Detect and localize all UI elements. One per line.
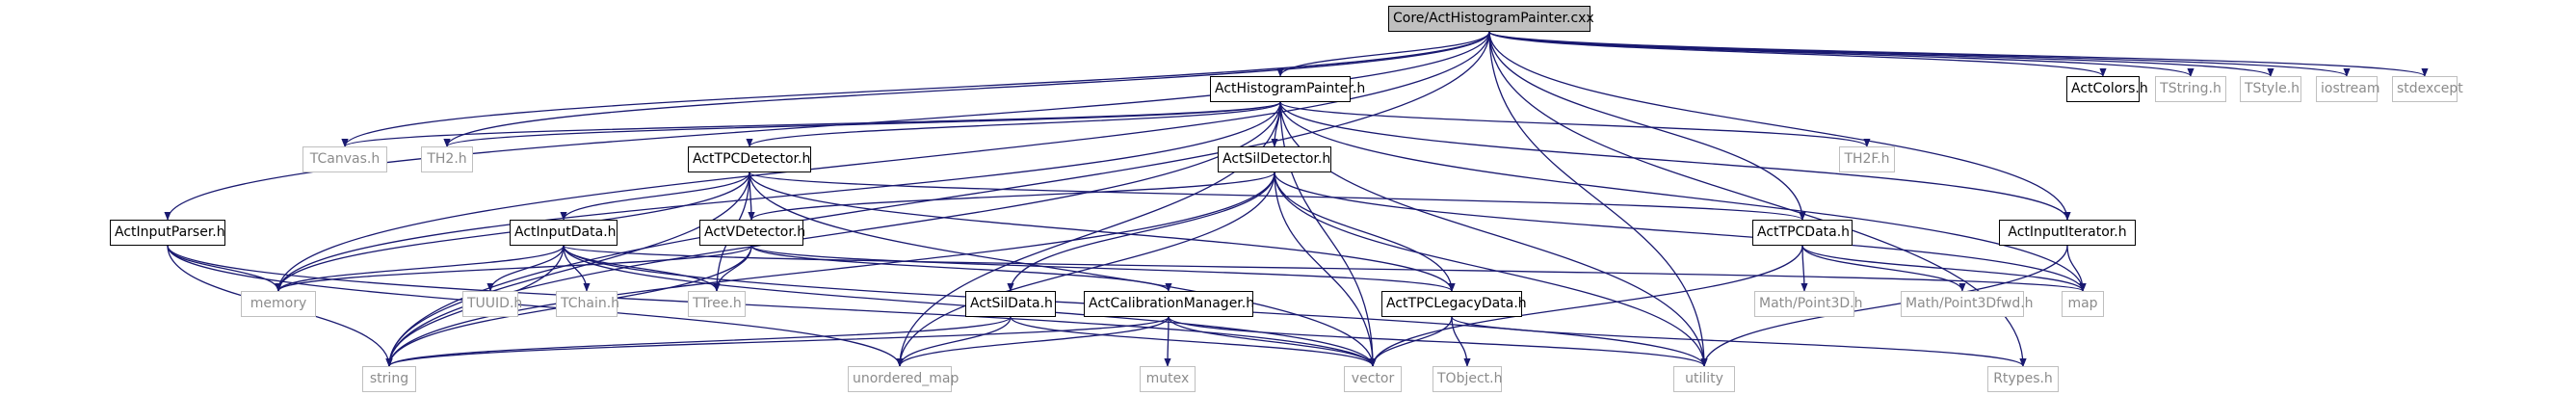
node-act-input-iterator-h[interactable]: ActInputIterator.h [1999, 220, 2136, 246]
edge-tpcdata-to-vector [1369, 245, 1803, 367]
edge-tpclegacy-to-rtypes [1451, 316, 2027, 367]
edge-root-to-tstyle [1488, 31, 2274, 77]
edge-tpclegacy-to-vector [1369, 316, 1453, 367]
node-root-file[interactable]: Core/ActHistogramPainter.cxx [1388, 6, 1594, 32]
edge-tpcdata-to-map [1801, 245, 2087, 292]
node-act-input-data-h[interactable]: ActInputData.h [510, 220, 618, 246]
edge-calibmgr-to-string [385, 316, 1170, 367]
node-th2f-h: TH2F.h [1839, 146, 1895, 172]
node-act-histogram-painter-h[interactable]: ActHistogramPainter.h [1210, 76, 1365, 102]
edge-tpcdata-to-mathpoint3dfwd [1801, 245, 1966, 292]
node-unordered-map: unordered_map [848, 366, 959, 392]
edge-root-to-memory [275, 31, 1490, 292]
edge-sildet_h-to-vector [1274, 172, 1377, 367]
node-th2-h: TH2.h [421, 146, 473, 172]
node-act-tpc-legacy-data-h[interactable]: ActTPCLegacyData.h [1381, 291, 1527, 317]
edge-inputdata-to-map [563, 245, 2087, 292]
node-act-sil-data-h[interactable]: ActSilData.h [965, 291, 1056, 317]
node-memory: memory [241, 291, 316, 317]
edge-tpclegacy-to-tobject [1451, 316, 1471, 367]
node-act-input-parser-h[interactable]: ActInputParser.h [110, 220, 225, 246]
node-rtypes-h: Rtypes.h [1987, 366, 2059, 392]
edge-vdetector-to-memory [275, 245, 752, 292]
node-math-point3dfwd-h: Math/Point3Dfwd.h [1901, 291, 2034, 317]
edge-inputiter-to-map [2066, 245, 2087, 292]
edge-sildet_h-to-map [1274, 172, 2087, 292]
edge-sildet_h-to-unordered_map [896, 172, 1275, 367]
edge-tpcdet_h-to-vector [749, 172, 1377, 367]
edge-vdetector-to-calibmgr [750, 245, 1172, 292]
edge-inputparser-to-vector [167, 245, 1377, 367]
node-ttree-h: TTree.h [688, 291, 746, 317]
edge-ahp_h-to-vector [1279, 101, 1377, 367]
edge-ahp_h-to-map [1279, 101, 2087, 292]
edge-inputdata-to-ttree [563, 245, 721, 292]
node-iostream: iostream [2316, 76, 2380, 102]
node-tuuid-h: TUUID.h [462, 291, 522, 317]
edge-tpcdet_h-to-tpcdata [749, 172, 1806, 221]
edge-calibmgr-to-vector [1168, 316, 1377, 367]
edge-ahp_h-to-th2f [1279, 101, 1871, 147]
node-act-v-detector-h[interactable]: ActVDetector.h [699, 220, 805, 246]
edge-sildet_h-to-utility [1274, 172, 1708, 367]
edge-tpcdata-to-mathpoint3d [1801, 245, 1808, 292]
edge-root-to-ahp_h [1276, 31, 1490, 77]
edge-calibmgr-to-utility [1168, 316, 1708, 367]
node-tobject-h: TObject.h [1433, 366, 1502, 392]
edge-inputiter-to-utility [1700, 245, 2068, 367]
node-act-tpc-detector-h[interactable]: ActTPCDetector.h [688, 146, 811, 172]
node-tstyle-h: TStyle.h [2240, 76, 2301, 102]
edge-ahp_h-to-tpcdet_h [746, 101, 1281, 147]
edge-root-to-th2 [443, 31, 1490, 147]
node-string: string [362, 366, 416, 392]
edge-ahp_h-to-inputiter [1279, 101, 2071, 221]
edge-sildet_h-to-sildata [1007, 172, 1275, 292]
edge-inputparser-to-unordered_map [167, 245, 904, 367]
edge-vdetector-to-tpclegacy [750, 245, 1456, 292]
edge-inputdata-to-tchain [563, 245, 591, 292]
edge-sildet_h-to-vdetector [748, 172, 1275, 221]
edge-sildata-to-vector [1010, 316, 1377, 367]
node-tchain-h: TChain.h [556, 291, 619, 317]
edge-ahp_h-to-th2 [443, 101, 1281, 147]
edge-root-to-actcolors [1488, 31, 2107, 77]
edge-root-to-inputiter [1488, 31, 2071, 221]
edge-root-to-stdexcept [1488, 31, 2429, 77]
node-map: map [2062, 291, 2104, 317]
edge-sildata-to-string [385, 316, 1012, 367]
edge-ahp_h-to-memory [275, 101, 1281, 292]
node-act-colors-h[interactable]: ActColors.h [2066, 76, 2148, 102]
edge-ahp_h-to-unordered_map [896, 101, 1281, 367]
edge-root-to-tcanvas [341, 31, 1490, 147]
edge-root-to-tstring [1488, 31, 2195, 77]
edge-root-to-tpcdata [1488, 31, 1806, 221]
node-vector: vector [1344, 366, 1402, 392]
node-mutex: mutex [1140, 366, 1196, 392]
node-act-tpc-data-h[interactable]: ActTPCData.h [1752, 220, 1853, 246]
edge-calibmgr-to-unordered_map [896, 316, 1170, 367]
edge-tpcdet_h-to-tpclegacy [749, 172, 1456, 292]
node-tstring-h: TString.h [2155, 76, 2226, 102]
edge-tpcdet_h-to-string [385, 172, 750, 367]
node-stdexcept: stdexcept [2392, 76, 2463, 102]
edge-sildet_h-to-string [385, 172, 1275, 367]
node-tcanvas-h: TCanvas.h [302, 146, 387, 172]
node-act-sil-detector-h[interactable]: ActSilDetector.h [1218, 146, 1331, 172]
edge-inputdata-to-memory [275, 245, 565, 292]
node-act-calibration-manager-h[interactable]: ActCalibrationManager.h [1084, 291, 1254, 317]
edge-root-to-utility [1488, 31, 1708, 367]
edge-root-to-iostream [1488, 31, 2351, 77]
edge-inputparser-to-memory [167, 245, 282, 292]
node-utility: utility [1673, 366, 1735, 392]
edge-calibmgr-to-mutex [1164, 316, 1171, 367]
node-math-point3d-h: Math/Point3D.h [1754, 291, 1863, 317]
edge-ahp_h-to-tcanvas [341, 101, 1281, 147]
edge-tpcdet_h-to-inputdata [560, 172, 750, 221]
edge-sildata-to-unordered_map [896, 316, 1012, 367]
